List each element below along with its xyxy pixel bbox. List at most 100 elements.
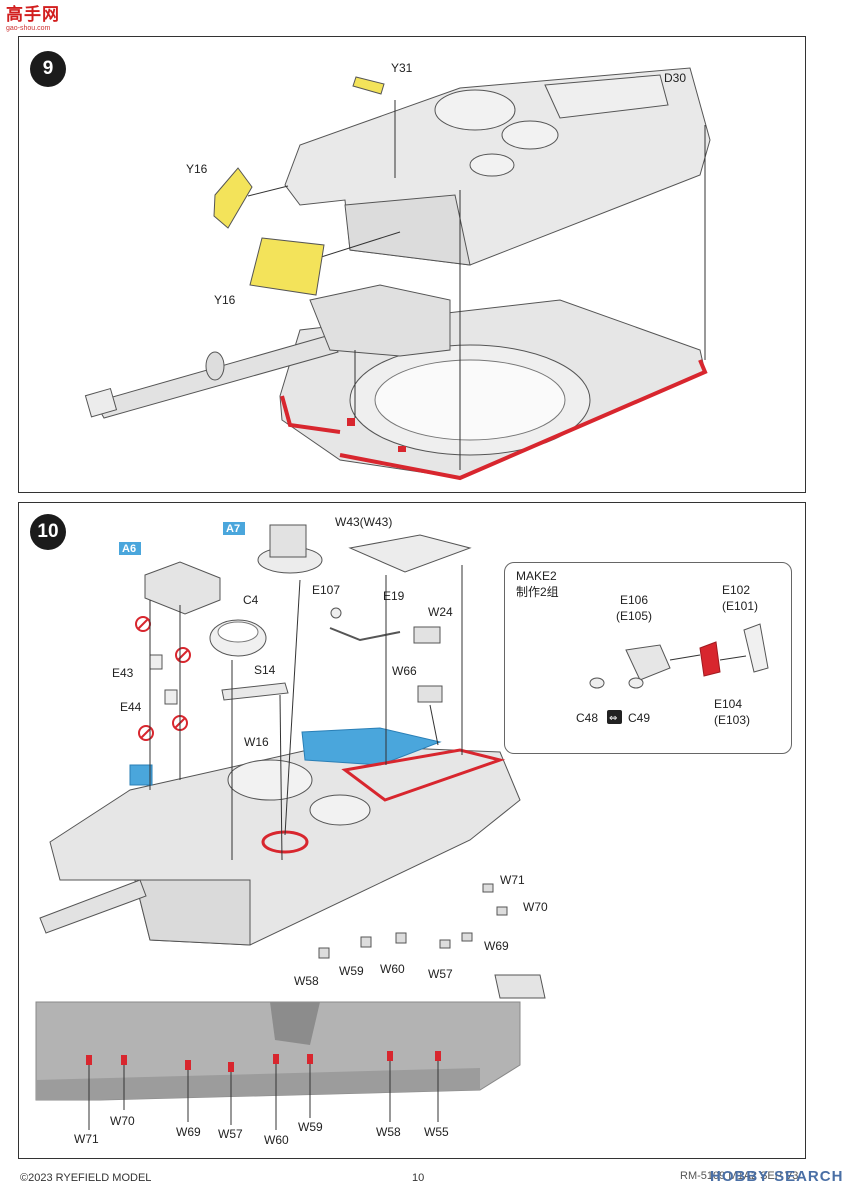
label-e44: E44 [120, 700, 142, 714]
part-e107 [330, 607, 342, 619]
do-not-glue-icon [135, 616, 151, 632]
footer-page-number: 10 [412, 1172, 425, 1184]
watermark-url: gao-shou.com [6, 25, 51, 32]
y16-bottom-leader [317, 231, 401, 259]
part-w69 [461, 932, 473, 942]
footer-product: RM-5109 M1A2 SEP V3 [680, 1170, 799, 1182]
red-frame [341, 748, 506, 802]
swap-arrow-icon [607, 710, 622, 724]
commander-hatch [227, 759, 313, 801]
part-w58 [318, 947, 330, 959]
leader-s14 [279, 694, 283, 861]
do-not-glue-icon [175, 647, 191, 663]
label-e101: (E101) [722, 599, 758, 613]
strip-mark-w55 [435, 1051, 441, 1061]
label-w69: W69 [484, 939, 509, 953]
make2-leader-2 [719, 655, 747, 661]
label-e43: E43 [112, 666, 134, 680]
label-e106: E106 [620, 593, 648, 607]
label-d30: D30 [664, 71, 686, 85]
part-e44 [164, 689, 178, 705]
label-e104: E104 [714, 697, 742, 711]
label-w58: W58 [294, 974, 319, 988]
side-strip-mantlet [270, 1002, 320, 1045]
label-y16-bottom: Y16 [214, 293, 236, 307]
swap-arrow-glyph: ⇔ [609, 713, 617, 724]
strip-mark-w60 [273, 1054, 279, 1064]
part-e19 [329, 627, 401, 642]
part-s14 [221, 682, 289, 701]
strip-label-w60: W60 [264, 1133, 289, 1147]
label-c49: C49 [628, 711, 650, 725]
hobbysearch-watermark: HOBBY SEARCH [710, 1168, 844, 1185]
label-e102: E102 [722, 583, 750, 597]
watermark-logo: 高手网 [6, 5, 60, 25]
part-y31 [352, 76, 385, 95]
strip-label-w59: W59 [298, 1120, 323, 1134]
label-w24: W24 [428, 605, 453, 619]
label-e107: E107 [312, 583, 340, 597]
part-cluster [494, 974, 546, 999]
make2-title: MAKE2 [516, 569, 557, 583]
red-edge-left [280, 395, 341, 434]
tag-a6-text: A6 [122, 543, 136, 555]
turret-ring-inner [374, 359, 566, 441]
label-y16-top: Y16 [186, 162, 208, 176]
label-w70: W70 [523, 900, 548, 914]
part-y16-top [213, 167, 253, 229]
part-e43 [149, 654, 163, 670]
strip-mark-w71 [86, 1055, 92, 1065]
step-10-number: 10 [30, 514, 66, 550]
label-w57: W57 [428, 967, 453, 981]
side-strip-shadow [36, 1068, 480, 1100]
strip-label-w71: W71 [74, 1132, 99, 1146]
do-not-glue-icon [138, 725, 154, 741]
make2-part-e106 [625, 644, 671, 681]
make2-part-e102 [743, 623, 769, 673]
blue-panel [301, 727, 442, 766]
make2-subtitle: 制作2组 [516, 585, 559, 599]
tag-a6 [119, 542, 141, 555]
part-w24 [413, 626, 441, 644]
make2-leader-1 [669, 654, 701, 661]
watermark: 高手网 gao-shou.com [6, 6, 70, 36]
label-y31: Y31 [391, 61, 413, 75]
label-e105: (E105) [616, 609, 652, 623]
bustle-rack [544, 74, 669, 119]
leader-a7 [284, 579, 301, 836]
label-w66: W66 [392, 664, 417, 678]
make2-part-c48 [589, 677, 605, 689]
strip-label-w69: W69 [176, 1125, 201, 1139]
label-s14: S14 [254, 663, 276, 677]
loader-hatch [309, 794, 371, 826]
part-w71 [482, 883, 494, 893]
part-a6 [144, 561, 221, 615]
gun-mantlet [309, 284, 451, 357]
strip-mark-w69 [185, 1060, 191, 1070]
label-c48: C48 [576, 711, 598, 725]
gun-stub [39, 879, 147, 934]
strip-label-w70: W70 [110, 1114, 135, 1128]
label-w16: W16 [244, 735, 269, 749]
make2-part-c49 [628, 677, 644, 689]
strip-mark-w59 [307, 1054, 313, 1064]
commander-hatch [434, 89, 516, 131]
red-edge-front [339, 359, 708, 481]
part-w66 [417, 685, 443, 703]
label-w60: W60 [380, 962, 405, 976]
make2-part-e104 [699, 641, 721, 677]
strip-mark-w58 [387, 1051, 393, 1061]
blue-part-left [129, 764, 153, 786]
label-w71: W71 [500, 873, 525, 887]
label-e103: (E103) [714, 713, 750, 727]
part-w70 [496, 906, 508, 916]
label-w43: W43(W43) [335, 515, 392, 529]
loader-hatch [501, 120, 559, 150]
part-w43 [348, 534, 472, 573]
periscope-ring [469, 153, 515, 177]
muzzle [84, 387, 118, 418]
label-w59: W59 [339, 964, 364, 978]
part-c4-inner [217, 621, 259, 643]
